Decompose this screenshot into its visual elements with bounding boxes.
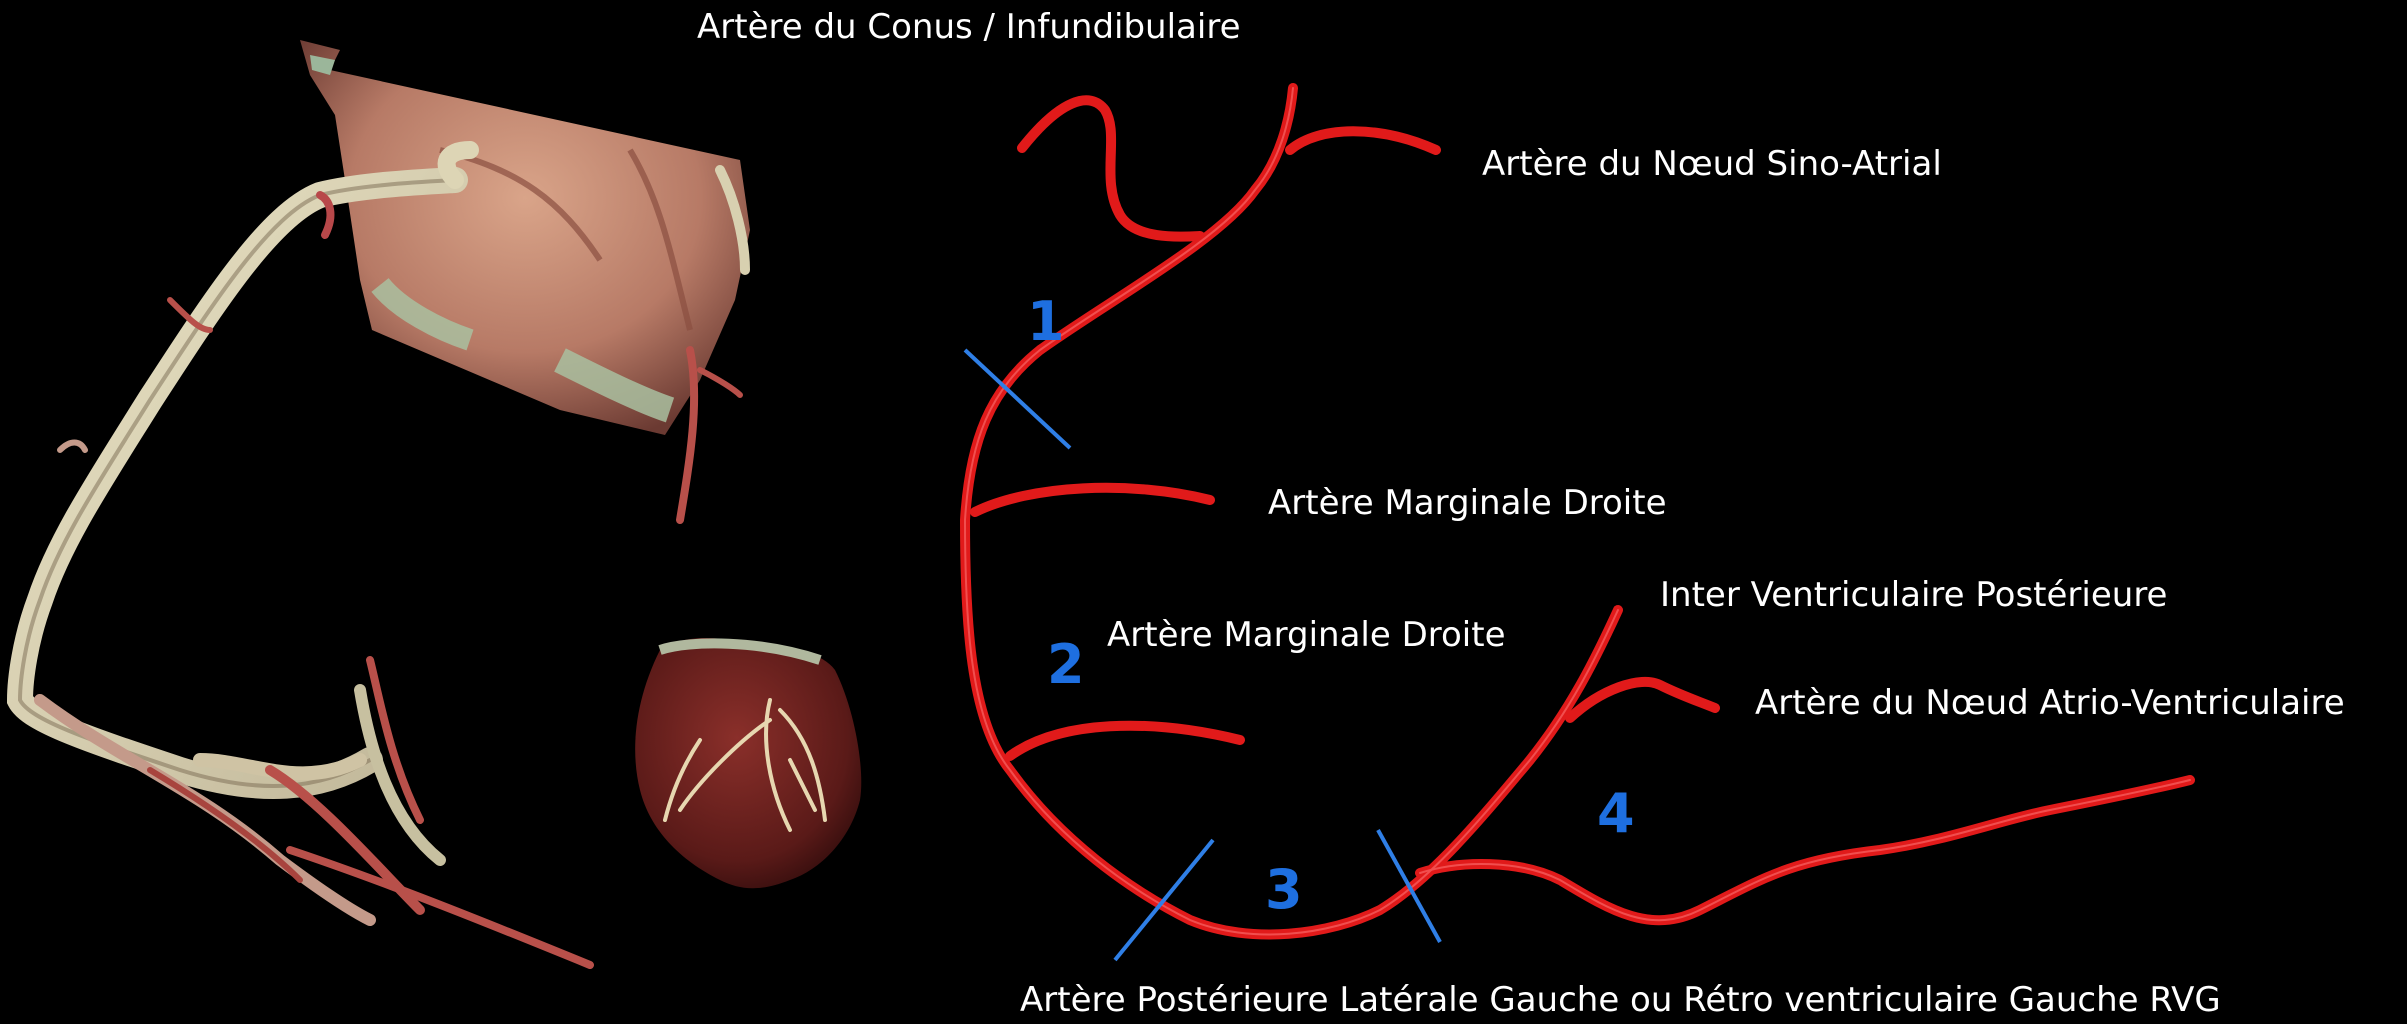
label-sino-atrial: Artère du Nœud Sino-Atrial (1482, 144, 1942, 184)
heart-thumbnail (635, 638, 861, 888)
label-marginale-1: Artère Marginale Droite (1268, 483, 1667, 523)
divider-3-4 (1378, 830, 1440, 942)
segment-2-number: 2 (1047, 633, 1085, 696)
artery-marginale-branch-1 (975, 488, 1210, 512)
ct-render-heart-tissue (300, 40, 750, 435)
label-atrio-ventriculaire: Artère du Nœud Atrio-Ventriculaire (1755, 683, 2345, 723)
label-inter-ventriculaire: Inter Ventriculaire Postérieure (1660, 575, 2167, 615)
segment-dividers (965, 350, 1440, 960)
artery-posterieure-laterale-branch (1420, 780, 2190, 920)
segment-3-number: 3 (1265, 858, 1303, 921)
label-conus: Artère du Conus / Infundibulaire (697, 7, 1241, 47)
artery-sino-atrial-branch (1290, 131, 1436, 150)
segment-1-number: 1 (1027, 290, 1065, 353)
artery-conus-branch (1022, 100, 1200, 236)
segment-numbers: 1 2 3 4 (1027, 290, 1635, 921)
artery-marginale-branch-2 (1010, 726, 1240, 756)
label-posterieure-laterale: Artère Postérieure Latérale Gauche ou Ré… (1020, 980, 2221, 1020)
label-marginale-2: Artère Marginale Droite (1107, 615, 1506, 655)
divider-2-3 (1115, 840, 1213, 960)
artery-atrio-ventriculaire-branch (1570, 682, 1715, 718)
segment-4-number: 4 (1597, 782, 1635, 845)
